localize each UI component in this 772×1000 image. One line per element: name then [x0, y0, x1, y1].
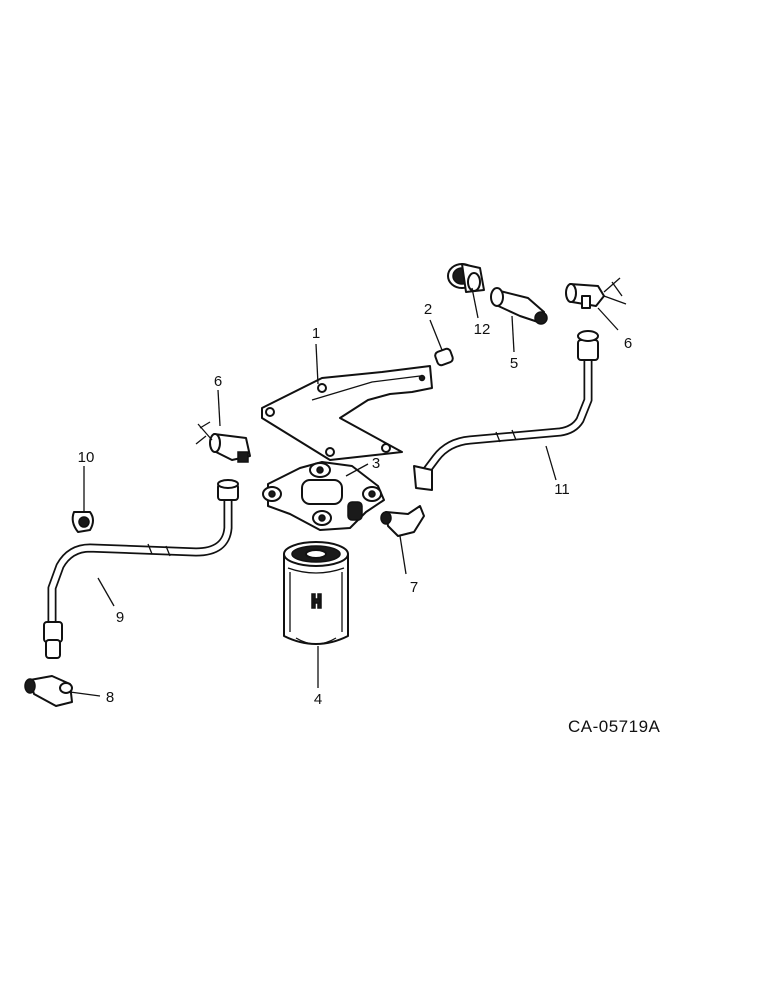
part-6-valve-upper [565, 277, 627, 309]
callout-4: 4 [314, 691, 322, 708]
leader-12 [471, 287, 479, 319]
part-2-plug [434, 347, 454, 367]
callout-5: 5 [510, 355, 518, 372]
callout-6-upper: 6 [624, 335, 632, 352]
leader-9 [97, 577, 115, 607]
leader-8 [69, 691, 101, 697]
callout-numbers: 1 2 3 4 5 6 6 7 8 9 10 11 12 [78, 301, 633, 708]
callout-1: 1 [312, 325, 320, 342]
callout-6-left: 6 [214, 373, 222, 390]
leader-11 [545, 445, 557, 481]
part-10-clip [71, 511, 94, 533]
part-12-threaded-adapter [447, 263, 485, 293]
callout-7: 7 [410, 579, 418, 596]
leader-6a [597, 307, 619, 331]
callout-3: 3 [372, 455, 380, 472]
part-9-fuel-line [43, 479, 239, 659]
part-7-elbow [380, 505, 425, 537]
leader-3 [345, 463, 369, 477]
ih-logo [311, 593, 322, 609]
part-1-mounting-bracket [261, 365, 433, 461]
callout-12: 12 [474, 321, 491, 338]
part-6-valve-left [195, 421, 251, 463]
part-3-filter-head [262, 461, 385, 531]
callout-9: 9 [116, 609, 124, 626]
part-4-filter-cartridge [283, 541, 349, 645]
leader-6b [217, 389, 221, 427]
leader-7 [399, 535, 407, 575]
leader-5 [511, 315, 515, 353]
part-11-fuel-line [413, 330, 599, 491]
callout-2: 2 [424, 301, 432, 318]
leader-2 [429, 319, 443, 351]
callout-8: 8 [106, 689, 114, 706]
leader-lines [69, 287, 619, 697]
figure-reference: CA-05719A [568, 717, 661, 736]
leader-1 [315, 343, 319, 385]
callout-11: 11 [554, 481, 570, 498]
callout-10: 10 [78, 449, 95, 466]
part-8-elbow [24, 675, 73, 707]
part-5-elbow-fitting [490, 287, 548, 325]
